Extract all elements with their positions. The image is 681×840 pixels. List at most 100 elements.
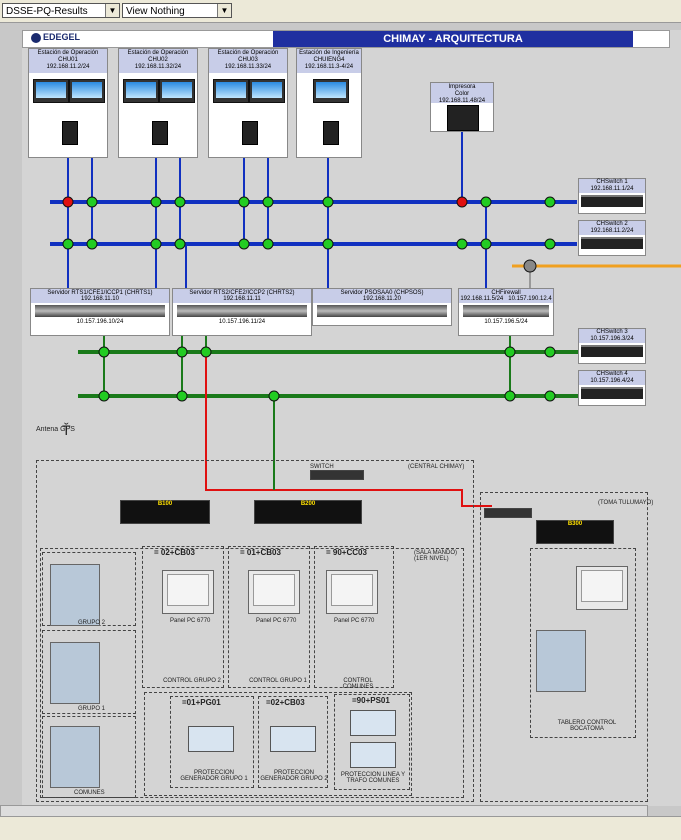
switch-icon	[581, 195, 643, 207]
monitor-icon	[69, 79, 105, 103]
server-header: Servidor RTS1/CFE1/ICCP1 (CHRTS1)192.168…	[31, 289, 169, 303]
server-chrts2[interactable]: Servidor RTS2/CFE2/ICCP2 (CHRTS2)192.168…	[172, 288, 312, 336]
control-group-1	[228, 546, 310, 688]
panel-pc[interactable]	[326, 570, 378, 614]
dataset-select-value: DSSE-PQ-Results	[6, 6, 88, 17]
title-bar: EDEGEL CHIMAY - ARQUITECTURA	[22, 30, 670, 48]
group-code: = 90+CC03	[326, 548, 367, 557]
dataset-select[interactable]: DSSE-PQ-Results ▼	[2, 3, 120, 18]
status-bar	[0, 816, 681, 840]
rtu-b100[interactable]: B100	[120, 500, 210, 524]
firewall-ip: 10.157.196.5/24	[484, 319, 528, 325]
central-area	[36, 460, 474, 802]
chevron-down-icon[interactable]: ▼	[217, 4, 231, 17]
panel-label: Panel PC 6770	[256, 618, 297, 624]
server-header: Servidor RTS2/CFE2/ICCP2 (CHRTS2)192.168…	[173, 289, 311, 303]
ak1703-bay[interactable]	[50, 726, 100, 788]
server-icon	[317, 305, 447, 317]
computer-tower-icon	[323, 121, 339, 145]
rtu-b300[interactable]: B300	[536, 520, 614, 544]
prot-title: PROTECCION GENERADOR GRUPO 2	[260, 770, 328, 782]
prot-gen-1	[170, 696, 254, 788]
tablero-label: TABLERO CONTROL BOCATOMA	[557, 720, 617, 732]
ak1703-bay[interactable]	[50, 564, 100, 626]
ak1703-bay[interactable]	[536, 630, 586, 692]
chevron-down-icon[interactable]: ▼	[105, 4, 119, 17]
switch-device[interactable]	[484, 508, 532, 518]
control-comunes	[314, 546, 394, 688]
protection-area	[144, 692, 412, 796]
printer-icon	[447, 105, 479, 131]
group-code: = 02+CB03	[154, 548, 195, 557]
relay-device[interactable]	[350, 710, 396, 736]
computer-tower-icon	[152, 121, 168, 145]
switch-icon	[581, 237, 643, 249]
toma-area	[480, 492, 648, 802]
control-group-2	[142, 546, 224, 688]
logo-icon	[31, 32, 41, 43]
prot-code: =90+PS01	[352, 696, 390, 705]
panel-pc[interactable]	[576, 566, 628, 610]
computer-tower-icon	[242, 121, 258, 145]
antenna-label: Antena GPS	[36, 426, 75, 433]
group-code: = 01+CB03	[240, 548, 281, 557]
network-lines	[50, 130, 681, 507]
logo-text: EDEGEL	[43, 32, 81, 42]
monitor-icon	[313, 79, 349, 103]
monitor-icon	[33, 79, 69, 103]
switch-device[interactable]	[310, 470, 364, 480]
panel-label: Panel PC 6770	[170, 618, 211, 624]
sala-area	[40, 548, 464, 798]
relay-device[interactable]	[270, 726, 316, 752]
computer-tower-icon	[62, 121, 78, 145]
ak1703-bay[interactable]	[50, 642, 100, 704]
server-header: Servidor PSOSAA0 (CHPSOS)192.168.11.20	[313, 289, 451, 303]
grupo-1-box	[42, 630, 136, 714]
server-chpsos[interactable]: Servidor PSOSAA0 (CHPSOS)192.168.11.20	[312, 288, 452, 326]
rtu-b200[interactable]: B200	[254, 500, 362, 524]
switch-icon	[581, 345, 643, 357]
monitor-icon	[213, 79, 249, 103]
monitor-icon	[159, 79, 195, 103]
server-icon	[177, 305, 307, 317]
server-ip: 10.157.196.10/24	[76, 319, 124, 325]
relay-device[interactable]	[188, 726, 234, 752]
logo: EDEGEL	[31, 32, 80, 43]
server-chrts1[interactable]: Servidor RTS1/CFE1/ICCP1 (CHRTS1)192.168…	[30, 288, 170, 336]
switch-icon	[581, 387, 643, 399]
comunes-box	[42, 716, 136, 798]
tablero-box	[530, 548, 636, 738]
prot-linea	[334, 694, 410, 790]
group-title: CONTROL COMUNES	[342, 678, 374, 690]
prot-gen-2	[258, 696, 328, 788]
panel-pc[interactable]	[162, 570, 214, 614]
grupo-label: COMUNES	[74, 790, 105, 796]
prot-title: PROTECCION GENERADOR GRUPO 1	[180, 770, 248, 782]
server-icon	[35, 305, 165, 317]
group-title: CONTROL GRUPO 2	[163, 678, 221, 684]
grupo-label: GRUPO 1	[78, 706, 106, 712]
relay-device[interactable]	[350, 742, 396, 768]
toma-label: (TOMA TULUMAYO)	[598, 500, 654, 506]
view-select[interactable]: View Nothing ▼	[122, 3, 232, 18]
panel-pc[interactable]	[248, 570, 300, 614]
